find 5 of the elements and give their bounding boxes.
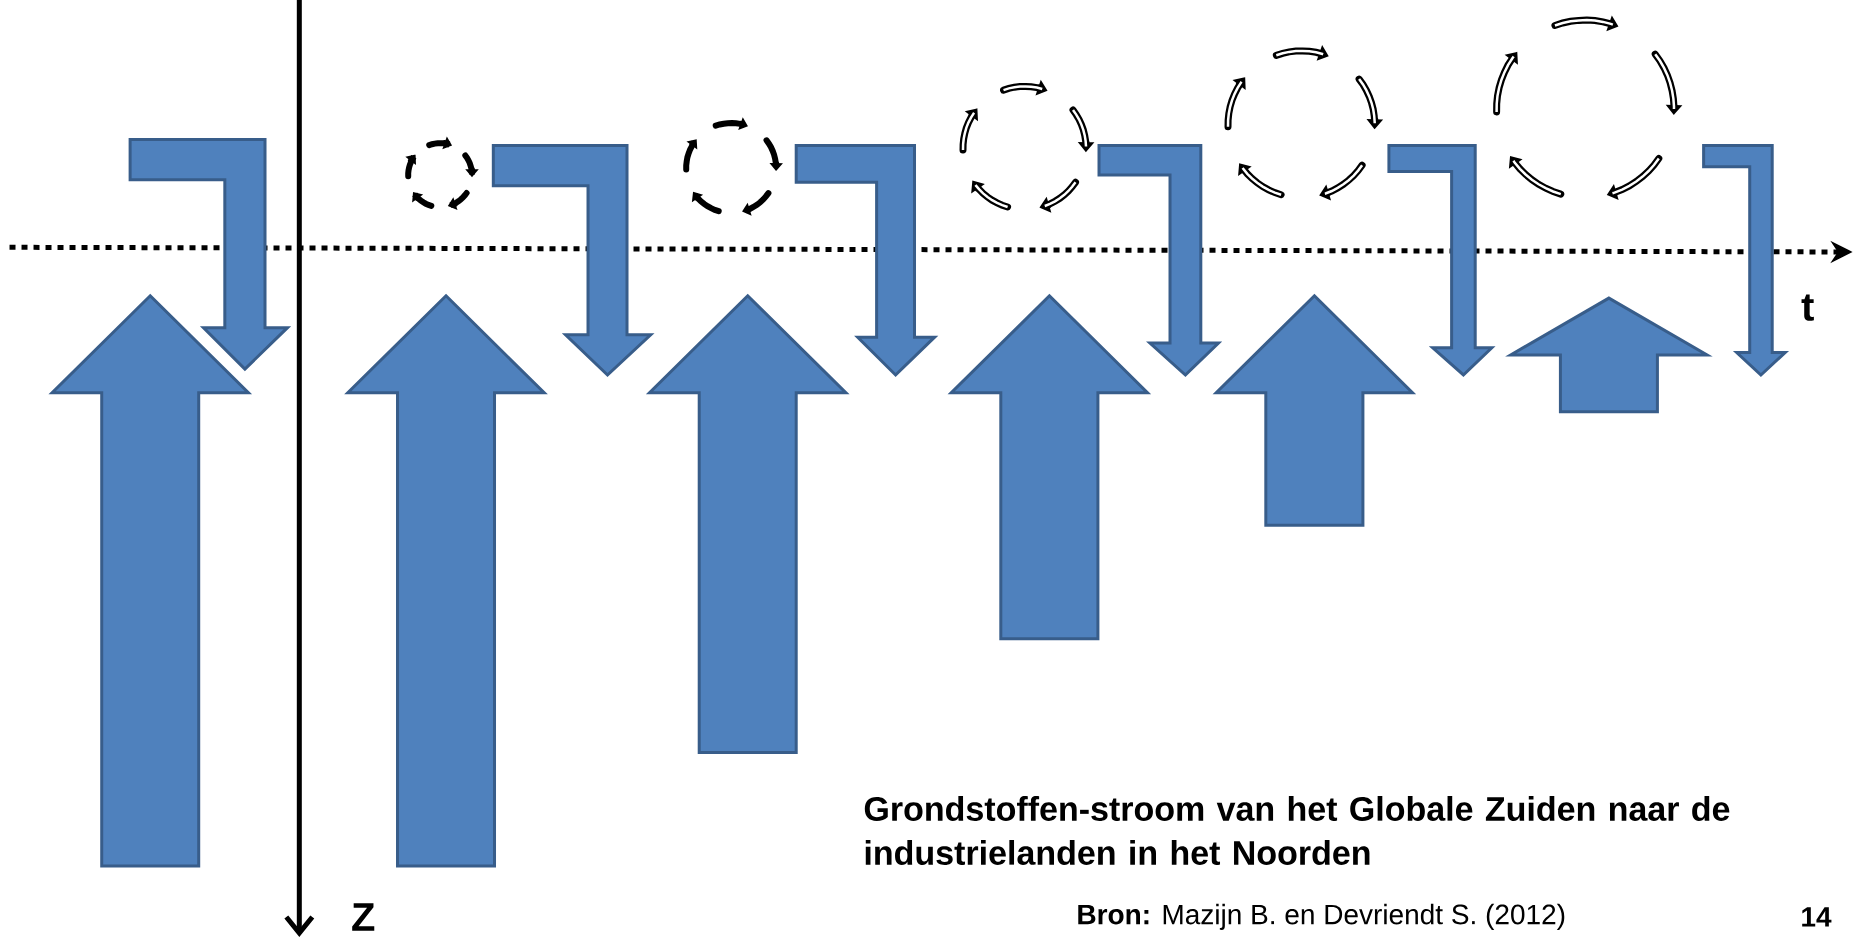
page-number: 14 — [1802, 907, 1832, 927]
caption: Grondstoffen-stroom van het Globale Zuiden naar de industrielanden in het Noorden — [864, 796, 1730, 865]
axis-label: t — [1801, 294, 1814, 321]
axis-label: Z — [352, 903, 375, 931]
source-note: Bron: Mazijn B. en Devriendt S. (2012) — [1078, 903, 1565, 930]
